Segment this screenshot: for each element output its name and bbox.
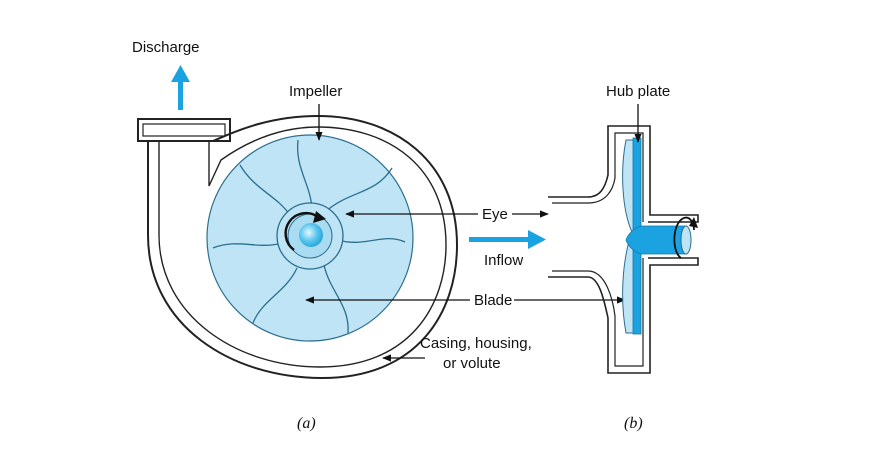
panel-b-side-view: Hub plate (b) — [548, 83, 699, 432]
caption-b: (b) — [624, 415, 643, 432]
volute-casing — [147, 114, 459, 380]
discharge-flange-inner — [142, 123, 226, 137]
panel-a-front-view: Discharge Impeller Casing, housing, or v… — [132, 39, 532, 432]
blade-label: Blade — [474, 292, 512, 309]
blade-3 — [323, 264, 349, 334]
side-housing-inner — [552, 132, 644, 367]
eye-label: Eye — [482, 206, 508, 223]
volute-casing-inner — [158, 126, 447, 368]
rotation-arrow-icon — [284, 211, 319, 251]
impeller-label: Impeller — [289, 83, 342, 100]
casing-label-line1: Casing, housing, — [420, 335, 532, 352]
blade-2 — [337, 237, 406, 243]
caption-a: (a) — [297, 415, 316, 432]
inflow-label: Inflow — [484, 252, 523, 269]
hub-plate-label: Hub plate — [606, 83, 670, 100]
blade-5 — [212, 242, 283, 249]
blade-7 — [296, 139, 313, 209]
shaft-end — [680, 225, 692, 255]
blade-4 — [252, 267, 298, 324]
impeller-eye-center — [299, 223, 323, 247]
discharge-arrow-icon — [171, 65, 190, 110]
inflow-arrow-icon — [469, 230, 546, 249]
blade-1 — [324, 167, 393, 213]
impeller-blades — [212, 139, 406, 334]
hub-shaft — [625, 225, 687, 255]
side-housing — [548, 125, 699, 374]
casing-label-line2: or volute — [443, 355, 501, 372]
discharge-label: Discharge — [132, 39, 200, 56]
blade-6 — [239, 164, 291, 216]
